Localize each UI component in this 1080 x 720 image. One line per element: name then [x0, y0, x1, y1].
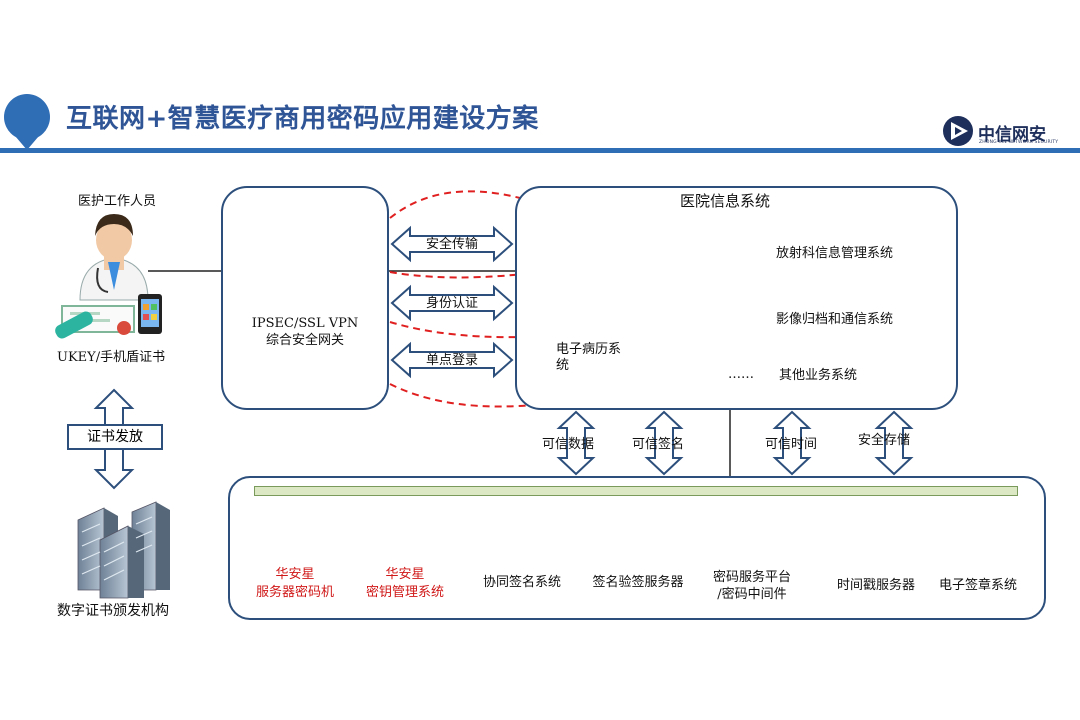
kms-label-line1: 华安星 — [385, 567, 425, 582]
secure-storage-label: 安全存储 — [858, 433, 911, 448]
emr-label-line1: 电子病历系 — [556, 342, 622, 357]
timestamp-label: 时间戳服务器 — [836, 578, 915, 593]
header-divider — [0, 148, 1080, 153]
service-bus — [254, 486, 1018, 496]
trusted-data-arrow — [556, 410, 596, 476]
cosign-label: 协同签名系统 — [482, 575, 561, 590]
gateway-label-line1: IPSEC/SSL VPN — [251, 316, 359, 331]
brand-subtitle: ZHONG XIN NETWORK SECURITY — [979, 140, 1059, 145]
trusted-signature-label: 可信签名 — [632, 437, 685, 452]
secure-transfer-label: 安全传输 — [425, 237, 478, 252]
trusted-time-label: 可信时间 — [765, 437, 818, 452]
other-systems-label: 其他业务系统 — [779, 368, 858, 383]
location-pin-icon — [4, 94, 50, 150]
verify-label: 签名验签服务器 — [592, 575, 684, 590]
page-title: 互联网+智慧医疗商用密码应用建设方案 — [66, 104, 539, 134]
crypto-platform-label-line1: 密码服务平台 — [712, 570, 791, 585]
brand-logo-icon — [943, 116, 973, 146]
mobile-phone-icon — [138, 294, 162, 334]
ellipsis-label: …… — [728, 367, 754, 382]
usb-key-icon — [55, 311, 93, 339]
trusted-signature-arrow — [644, 410, 684, 476]
emr-label-line2: 统 — [556, 358, 570, 373]
trusted-data-label: 可信数据 — [542, 437, 595, 452]
his-container — [515, 186, 958, 410]
crypto-platform-label-line2: /密码中间件 — [717, 587, 787, 602]
sso-arrow — [390, 341, 514, 379]
esign-label: 电子签章系统 — [938, 578, 1017, 593]
gateway-container — [221, 186, 389, 410]
brand-name: 中信网安 — [978, 125, 1046, 145]
doctor-icon — [79, 214, 149, 301]
ca-label: 数字证书颁发机构 — [57, 603, 169, 619]
hsm-label-line2: 服务器密码机 — [255, 585, 334, 600]
radiology-label: 放射科信息管理系统 — [776, 246, 894, 261]
identity-auth-arrow — [390, 284, 514, 322]
gateway-label-line2: 综合安全网关 — [265, 333, 344, 348]
secure-transfer-arrow — [390, 225, 514, 263]
identity-auth-label: 身份认证 — [425, 296, 478, 311]
kms-label-line2: 密钥管理系统 — [365, 585, 444, 600]
hsm-label-line1: 华安星 — [275, 567, 315, 582]
sso-label: 单点登录 — [425, 353, 478, 368]
secure-storage-arrow — [874, 410, 914, 476]
pacs-label: 影像归档和通信系统 — [776, 312, 894, 327]
ca-buildings-icon — [77, 501, 170, 599]
crypto-infra-container — [228, 476, 1046, 620]
his-title: 医院信息系统 — [680, 192, 771, 210]
cert-issue-label: 证书发放 — [67, 424, 163, 450]
ukey-label: UKEY/手机盾证书 — [57, 350, 166, 365]
trusted-time-arrow — [772, 410, 812, 476]
staff-label: 医护工作人员 — [78, 194, 157, 209]
